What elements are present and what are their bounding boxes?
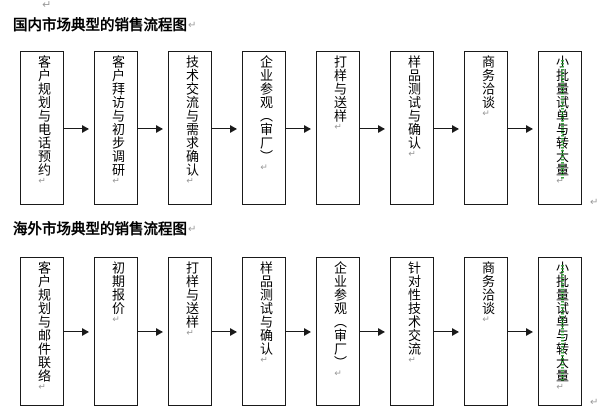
- flow-arrow-2-2: [138, 327, 163, 336]
- spellcheck-underline: [561, 60, 564, 180]
- flow-step-box[interactable]: 客户拜访与初步调研↵: [94, 51, 138, 205]
- flow-arrow-1-7: [508, 124, 533, 133]
- flow-step-label: 初期报价↵: [109, 261, 124, 325]
- flow-arrow-1-6: [434, 124, 459, 133]
- section-title-overseas-text: 海外市场典型的销售流程图: [13, 222, 187, 238]
- flow-step-label: 客户拜访与初步调研↵: [109, 55, 124, 187]
- flow-arrow-1-3: [212, 124, 237, 133]
- flow-arrow-1-2: [138, 124, 163, 133]
- flow-arrow-2-1: [64, 327, 89, 336]
- flow-step-box[interactable]: 样品测试与确认↵: [242, 257, 286, 406]
- flow-arrow-1-1: [64, 124, 89, 133]
- flow-step-label: 小批量试单与转大量↵: [553, 55, 568, 187]
- paragraph-mark-top: ↵: [42, 0, 52, 11]
- flow-step-label: 商务洽谈↵: [479, 55, 494, 119]
- flow-arrow-1-4: [286, 124, 311, 133]
- flow-step-label: 客户规划与邮件联络↵: [35, 261, 50, 393]
- flow-step-label: 企业参观（审厂）↵: [331, 261, 346, 379]
- flow-arrow-2-5: [360, 327, 385, 336]
- flow-arrow-2-6: [434, 327, 459, 336]
- flow-step-box[interactable]: 打样与送样↵: [316, 51, 360, 205]
- flow-step-label: 针对性技术交流↵: [405, 261, 420, 366]
- flow-step-box[interactable]: 客户规划与邮件联络↵: [20, 257, 64, 406]
- paragraph-mark-title-overseas: ↵: [188, 224, 197, 235]
- flowchart-overseas: 客户规划与邮件联络↵ 初期报价↵ 打样与送样↵ 样品测试与确认↵ 企业参观（审厂…: [0, 257, 600, 407]
- flow-step-label: 样品测试与确认↵: [257, 261, 272, 366]
- flow-step-box[interactable]: 企业参观（审厂）↵: [242, 51, 286, 205]
- flow-step-box[interactable]: 针对性技术交流↵: [390, 257, 434, 406]
- flow-step-label: 企业参观（审厂）↵: [257, 55, 272, 173]
- flow-step-box[interactable]: 初期报价↵: [94, 257, 138, 406]
- flow-step-label: 小批量试单与转大量↵: [553, 261, 568, 393]
- flow-step-box[interactable]: 小批量试单与转大量↵: [538, 257, 582, 406]
- flow-step-box[interactable]: 客户规划与电话预约↵: [20, 51, 64, 205]
- section-title-domestic: 国内市场典型的销售流程图↵: [13, 14, 196, 35]
- flowchart-domestic: 客户规划与电话预约↵ 客户拜访与初步调研↵ 技术交流与需求确认↵ 企业参观（审厂…: [0, 51, 600, 206]
- paragraph-mark-row-domestic: ↵: [590, 197, 599, 208]
- flow-step-label: 技术交流与需求确认↵: [183, 55, 198, 187]
- flow-step-box[interactable]: 商务洽谈↵: [464, 51, 508, 205]
- paragraph-mark-title-domestic: ↵: [188, 20, 197, 31]
- flow-arrow-2-7: [508, 327, 533, 336]
- flow-arrow-2-3: [212, 327, 237, 336]
- flow-step-box[interactable]: 小批量试单与转大量↵: [538, 51, 582, 205]
- flow-step-label: 打样与送样↵: [331, 55, 346, 133]
- section-title-domestic-text: 国内市场典型的销售流程图: [13, 18, 187, 34]
- flow-step-box[interactable]: 打样与送样↵: [168, 257, 212, 406]
- flow-step-box[interactable]: 企业参观（审厂）↵: [316, 257, 360, 406]
- spellcheck-underline: [561, 265, 564, 381]
- flow-step-box[interactable]: 商务洽谈↵: [464, 257, 508, 406]
- flow-step-label: 打样与送样↵: [183, 261, 198, 339]
- flow-arrow-2-4: [286, 327, 311, 336]
- flow-step-label: 商务洽谈↵: [479, 261, 494, 325]
- flow-step-label: 样品测试与确认↵: [405, 55, 420, 160]
- section-title-overseas: 海外市场典型的销售流程图↵: [13, 218, 196, 239]
- flow-step-box[interactable]: 样品测试与确认↵: [390, 51, 434, 205]
- flow-step-box[interactable]: 技术交流与需求确认↵: [168, 51, 212, 205]
- flow-step-label: 客户规划与电话预约↵: [35, 55, 50, 187]
- flow-arrow-1-5: [360, 124, 385, 133]
- paragraph-mark-row-overseas: ↵: [590, 397, 599, 408]
